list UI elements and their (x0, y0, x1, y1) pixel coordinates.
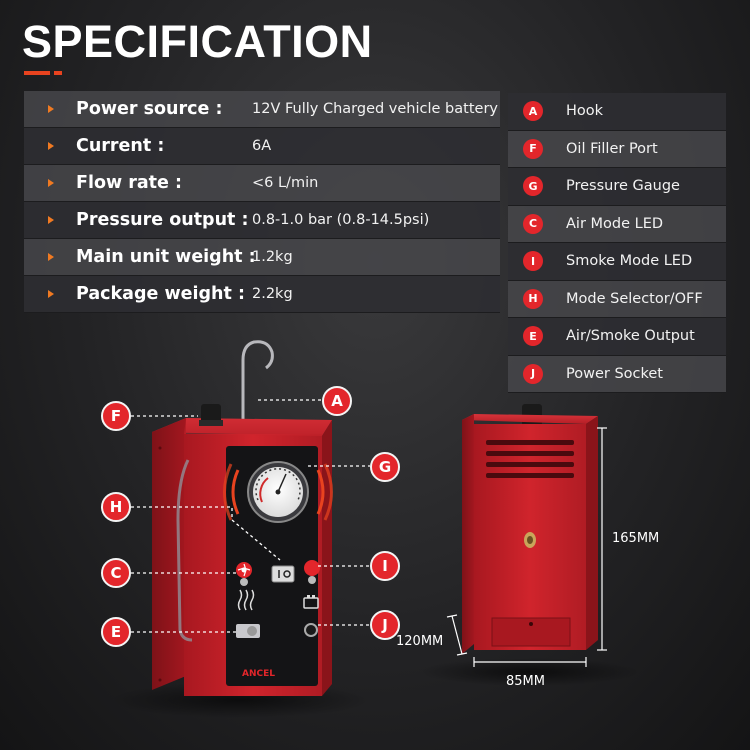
smoke-icon (237, 589, 255, 611)
arrow-right-icon (48, 105, 54, 113)
spec-row: Pressure output : 0.8-1.0 bar (0.8-14.5p… (24, 202, 500, 239)
spec-value: 6A (252, 138, 272, 154)
callout-smoke-led: I (370, 551, 400, 581)
spec-table: Power source : 12V Fully Charged vehicle… (24, 91, 500, 313)
dimension-depth: 120MM (396, 634, 444, 649)
spec-label: Main unit weight : (76, 247, 256, 267)
hook-icon (241, 340, 274, 428)
legend-label: Mode Selector/OFF (566, 290, 703, 307)
callout-output: E (101, 617, 131, 647)
dimension-height: 165MM (612, 531, 660, 546)
title-underline (24, 71, 64, 75)
legend-item: E Air/Smoke Output (508, 318, 726, 356)
legend-label: Hook (566, 103, 604, 120)
legend-item: F Oil Filler Port (508, 130, 726, 168)
callout-leaders (131, 399, 370, 633)
spec-row: Current : 6A (24, 128, 500, 165)
legend-label: Oil Filler Port (566, 140, 658, 157)
callout-oil-filler: F (101, 401, 131, 431)
legend-item: A Hook (508, 93, 726, 131)
legend-label: Air Mode LED (566, 215, 664, 232)
arrow-right-icon (48, 253, 54, 261)
legend-badge: G (523, 176, 543, 197)
spec-label: Power source : (76, 99, 223, 119)
legend-item: H Mode Selector/OFF (508, 280, 726, 318)
legend-badge: F (523, 138, 543, 159)
legend-badge: C (523, 213, 543, 234)
legend-label: Pressure Gauge (566, 178, 680, 195)
spec-value: <6 L/min (252, 175, 319, 191)
legend-label: Smoke Mode LED (566, 253, 693, 270)
brand-logo: ANCEL (242, 669, 275, 679)
legend-item: J Power Socket (508, 355, 726, 393)
spec-value: 0.8-1.0 bar (0.8-14.5psi) (252, 212, 430, 228)
legend-badge: I (523, 251, 543, 272)
legend-item: G Pressure Gauge (508, 168, 726, 206)
dimension-lines (446, 427, 607, 667)
battery-icon (303, 597, 319, 609)
callout-air-led: C (101, 558, 131, 588)
power-socket-icon (304, 623, 318, 637)
callout-hook: A (322, 386, 352, 416)
legend-badge: E (523, 326, 543, 347)
arrow-right-icon (48, 290, 54, 298)
spec-row: Package weight : 2.2kg (24, 276, 500, 313)
spec-label: Flow rate : (76, 173, 182, 193)
page-title: SPECIFICATION (22, 16, 373, 67)
legend-badge: J (523, 363, 543, 384)
floor-shadow (420, 658, 640, 686)
spec-row: Main unit weight : 1.2kg (24, 239, 500, 276)
legend-badge: H (523, 288, 543, 309)
dimension-width: 85MM (506, 674, 545, 689)
component-legend: A Hook F Oil Filler Port G Pressure Gaug… (508, 93, 726, 393)
legend-badge: A (523, 101, 543, 122)
spec-value: 12V Fully Charged vehicle battery (252, 101, 498, 117)
spec-label: Package weight : (76, 284, 245, 304)
legend-item: I Smoke Mode LED (508, 243, 726, 281)
spec-label: Pressure output : (76, 210, 249, 230)
arrow-right-icon (48, 216, 54, 224)
arrow-right-icon (48, 142, 54, 150)
spec-value: 1.2kg (252, 249, 293, 265)
mode-switch-icon (271, 565, 295, 583)
spec-row: Power source : 12V Fully Charged vehicle… (24, 91, 500, 128)
callout-power-socket: J (370, 610, 400, 640)
legend-item: C Air Mode LED (508, 205, 726, 243)
spec-row: Flow rate : <6 L/min (24, 165, 500, 202)
smoke-machine-side-view (462, 404, 598, 654)
spec-value: 2.2kg (252, 286, 293, 302)
callout-mode-selector: H (101, 492, 131, 522)
legend-label: Air/Smoke Output (566, 328, 695, 345)
legend-label: Power Socket (566, 365, 663, 382)
spec-label: Current : (76, 136, 165, 156)
smoke-led-icon (304, 560, 320, 576)
arrow-right-icon (48, 179, 54, 187)
smoke-machine-front-view: ANCEL (152, 340, 333, 696)
callout-gauge: G (370, 452, 400, 482)
